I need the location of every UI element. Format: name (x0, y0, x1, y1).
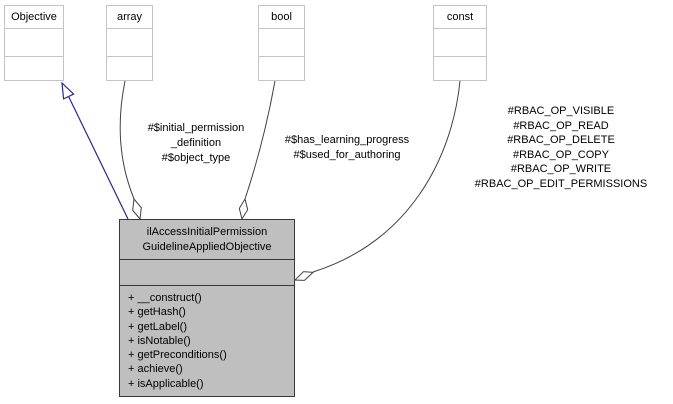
class-node-array-methods (107, 56, 152, 80)
edge-label-line: #RBAC_OP_VISIBLE (507, 105, 615, 117)
method-item: + getLabel() (128, 320, 188, 333)
class-node-main-title: ilAccessInitialPermission GuidelineAppli… (120, 220, 294, 259)
main-title-line2: GuidelineAppliedObjective (142, 241, 272, 253)
class-node-bool-methods (259, 56, 304, 80)
class-node-objective-attributes (5, 28, 63, 56)
inheritance-edge-objective (68, 96, 129, 220)
class-node-const-title: const (446, 11, 474, 23)
class-node-objective-title: Objective (11, 11, 57, 23)
method-item: + __construct() (128, 292, 202, 304)
method-item: + getHash() (128, 306, 186, 319)
class-node-main-attributes (120, 259, 294, 285)
class-node-const-methods (434, 56, 486, 80)
main-title-line1: ilAccessInitialPermission (146, 226, 268, 238)
edge-label-line: #$initial_permission (147, 122, 245, 134)
edge-label-line: #RBAC_OP_DELETE (507, 134, 615, 147)
class-node-bool-title: bool (271, 11, 292, 23)
class-node-const: const (433, 5, 487, 81)
edge-label-line: #$has_learning_progress (284, 134, 410, 146)
aggregation-diamond-array-icon (132, 197, 142, 221)
method-item: + getPreconditions() (128, 349, 227, 362)
edge-label-array: #$initial_permission _definition #$objec… (130, 121, 262, 166)
class-node-bool: bool (258, 5, 305, 81)
class-node-bool-attributes (259, 28, 304, 56)
edge-label-line: #RBAC_OP_COPY (513, 148, 609, 161)
edge-label-const: #RBAC_OP_VISIBLE #RBAC_OP_READ #RBAC_OP_… (446, 104, 673, 192)
class-node-main: ilAccessInitialPermission GuidelineAppli… (119, 219, 295, 397)
class-node-array: array (106, 5, 153, 81)
edge-label-line: #$used_for_authoring (293, 149, 401, 161)
class-node-objective-methods (5, 56, 63, 80)
class-node-const-attributes (434, 28, 486, 56)
aggregation-diamond-bool-icon (238, 197, 249, 221)
inheritance-arrowhead-icon (61, 81, 75, 100)
edge-label-line: _definition (170, 137, 222, 149)
aggregation-diamond-const-icon (293, 271, 315, 281)
aggregation-edge-const (312, 80, 461, 273)
class-node-main-methods: + __construct() + getHash() + getLabel()… (120, 285, 294, 391)
edge-label-bool: #$has_learning_progress #$used_for_autho… (268, 133, 426, 163)
class-node-array-attributes (107, 28, 152, 56)
edge-label-line: #RBAC_OP_EDIT_PERMISSIONS (474, 177, 648, 190)
method-item: + isApplicable() (128, 377, 204, 390)
class-node-objective[interactable]: Objective (4, 5, 64, 81)
edge-label-line: #RBAC_OP_WRITE (510, 163, 612, 176)
class-node-array-title: array (116, 11, 143, 23)
method-item: + isNotable() (128, 334, 191, 347)
edge-label-line: #$object_type (161, 152, 231, 164)
edge-label-line: #RBAC_OP_READ (513, 119, 609, 132)
method-item: + achieve() (128, 363, 183, 376)
